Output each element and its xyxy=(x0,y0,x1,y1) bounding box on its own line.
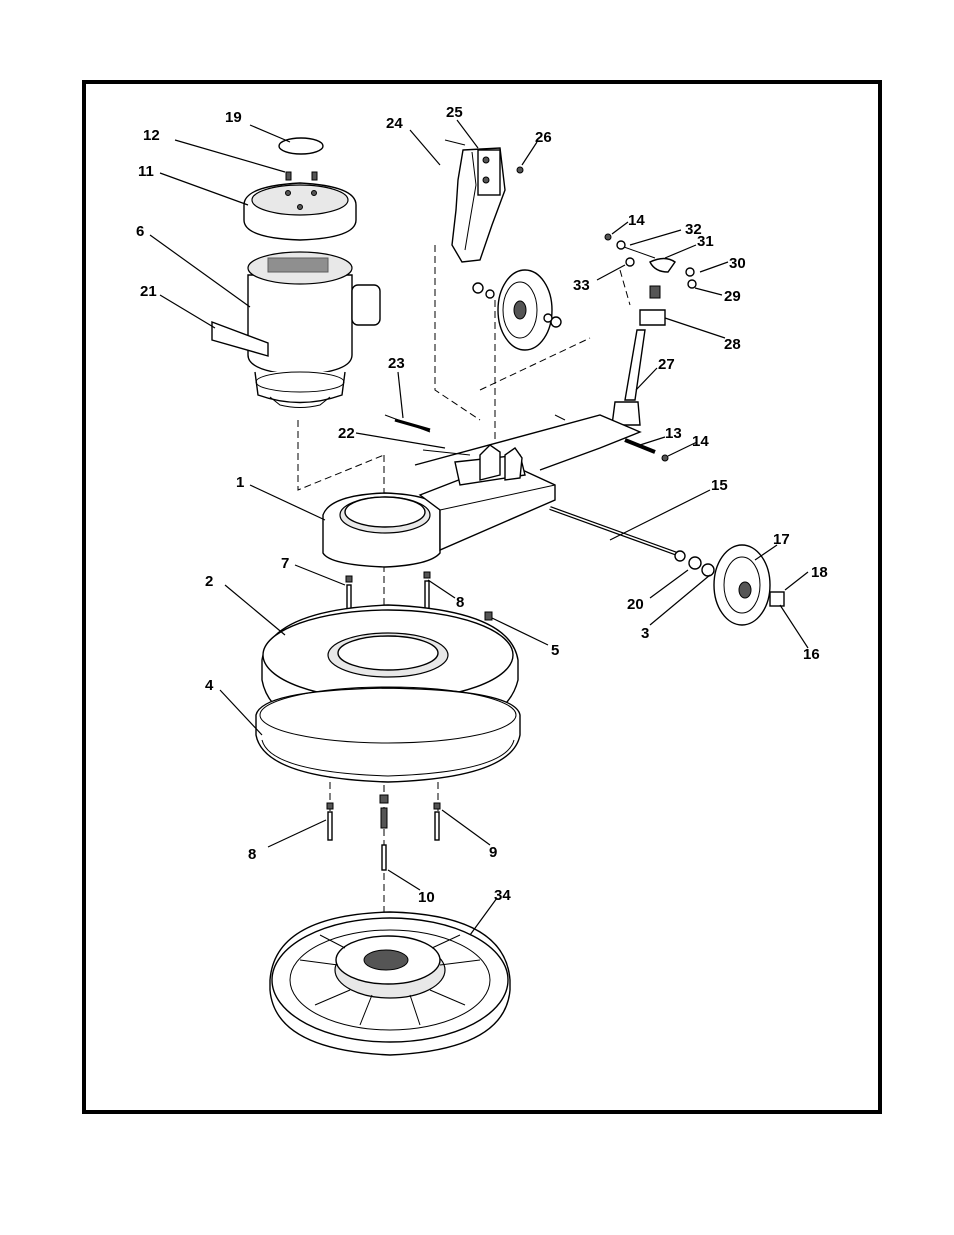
callout-27: 27 xyxy=(658,356,675,373)
part-4-skirt xyxy=(255,686,521,783)
part-17-wheel xyxy=(674,544,785,626)
callout-31: 31 xyxy=(697,233,714,250)
callout-16: 16 xyxy=(803,646,820,663)
callout-8-upper: 8 xyxy=(456,594,464,611)
part-12-screws xyxy=(285,171,318,181)
callout-7: 7 xyxy=(281,555,289,572)
callout-4: 4 xyxy=(205,677,214,694)
callout-15: 15 xyxy=(711,477,728,494)
callout-29: 29 xyxy=(724,288,741,305)
callout-3: 3 xyxy=(641,625,649,642)
callout-20: 20 xyxy=(627,596,644,613)
callout-labels: 19 12 11 6 21 24 25 26 14 32 31 30 33 29… xyxy=(136,104,828,906)
lower-fasteners xyxy=(326,794,441,871)
callout-26: 26 xyxy=(535,129,552,146)
callout-19: 19 xyxy=(225,109,242,126)
callout-21: 21 xyxy=(140,283,157,300)
callout-5: 5 xyxy=(551,642,559,659)
callout-11: 11 xyxy=(138,163,154,180)
callout-28: 28 xyxy=(724,336,741,353)
part-25-handle-bracket xyxy=(451,147,506,263)
callout-18: 18 xyxy=(811,564,828,581)
part-23-rod xyxy=(394,418,431,432)
part-13-pin xyxy=(624,438,656,454)
upper-wheel xyxy=(472,269,562,351)
callout-33: 33 xyxy=(573,277,590,294)
part-26-nut xyxy=(516,166,524,174)
callout-30: 30 xyxy=(729,255,746,272)
callout-24: 24 xyxy=(386,115,403,132)
part-1-chassis xyxy=(322,414,642,568)
callout-6: 6 xyxy=(136,223,144,240)
part-6-motor xyxy=(247,251,381,408)
part-24-bolt xyxy=(444,139,466,146)
callout-9: 9 xyxy=(489,844,497,861)
callout-23: 23 xyxy=(388,355,405,372)
callout-8-lower: 8 xyxy=(248,846,256,863)
callout-32: 32 xyxy=(685,221,702,238)
callout-14-upper: 14 xyxy=(628,212,645,229)
part-14-nut-lower xyxy=(661,454,669,462)
callout-34: 34 xyxy=(494,887,511,904)
part-11-motor-cover xyxy=(243,182,357,241)
leader-lines xyxy=(149,119,809,936)
callout-17: 17 xyxy=(773,531,790,548)
callout-25: 25 xyxy=(446,104,463,121)
diagram-frame xyxy=(82,80,882,1114)
part-34-pad-driver xyxy=(269,911,511,1056)
handle-linkage xyxy=(604,233,697,426)
callout-1: 1 xyxy=(236,474,244,491)
callout-14-lower: 14 xyxy=(692,433,709,450)
callout-13: 13 xyxy=(665,425,682,442)
callout-12: 12 xyxy=(143,127,160,144)
part-21-label xyxy=(211,320,269,357)
callout-2: 2 xyxy=(205,573,213,590)
callout-22: 22 xyxy=(338,425,355,442)
callout-10: 10 xyxy=(418,889,435,906)
